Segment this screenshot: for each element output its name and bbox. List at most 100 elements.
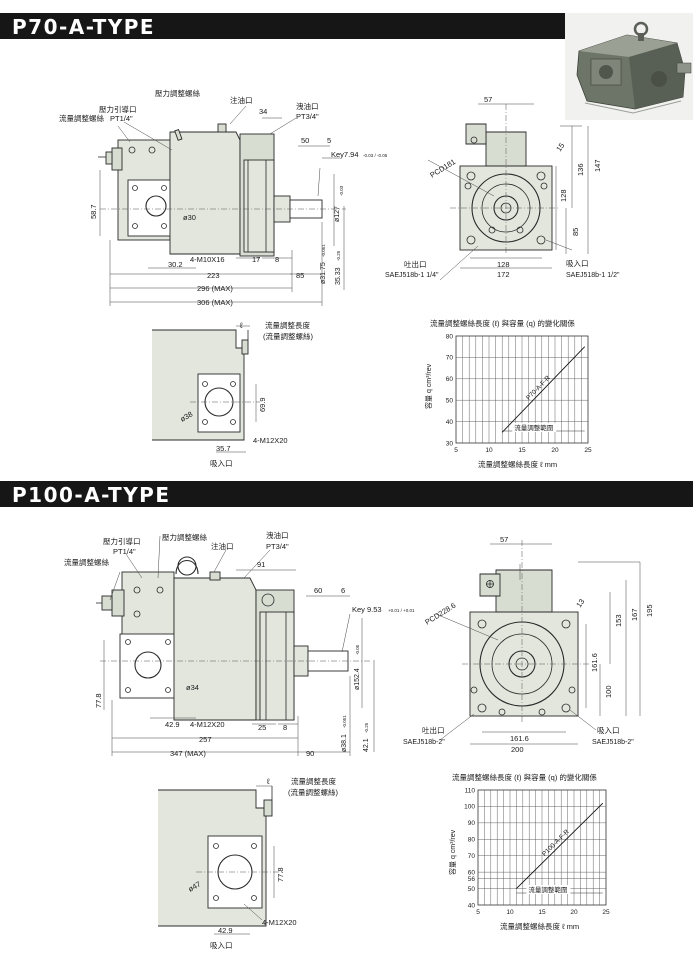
p70-dim-85: 85	[296, 271, 304, 280]
p100-title: P100-A-TYPE	[12, 483, 171, 507]
p100-chart-title: 流量調整螺絲長度 (ℓ) 與容量 (q) 的變化關係	[452, 772, 597, 782]
p70-flow-screw-label: 流量調整螺絲	[59, 113, 104, 123]
p100-chart-xtick-label: 5	[476, 909, 480, 916]
p100-outlet-std: SAEJ518b-2"	[403, 739, 445, 746]
p100-front-pcd: PCD228.6	[423, 601, 457, 627]
p100-pressure-port-label: 壓力引導口	[103, 536, 141, 546]
p70-detail-inlet: 吸入口	[210, 459, 233, 468]
p70-chart-ytick-label: 70	[446, 355, 454, 362]
p70-dim-34: 34	[259, 107, 267, 116]
p70-key-label: Key7.94	[331, 150, 359, 159]
p70-title: P70-A-TYPE	[12, 15, 156, 39]
p100-inlet-label: 吸入口	[597, 726, 620, 735]
p70-inlet-label: 吸入口	[566, 259, 589, 268]
p100-front-dim-195: 195	[645, 604, 654, 617]
p70-shaft-dia: ø127	[334, 206, 341, 222]
p70-drain-label: 洩油口	[296, 101, 319, 111]
p70-pressure-screw-label: 壓力調整螺絲	[155, 88, 200, 98]
p100-chart-range-bg	[526, 885, 571, 894]
p100-drain-label: 洩油口	[266, 530, 289, 540]
p70-chart-series-line	[501, 346, 586, 433]
p70-detail-d35-7: 35.7	[216, 444, 231, 453]
p70-chart-range-label: 流量調整範圍	[514, 423, 553, 432]
p70-dim-35-tol: -0.25	[336, 250, 341, 261]
p70-chart-xlabel: 流量調整螺絲長度 ℓ mm	[478, 459, 557, 469]
p70-front-dim-136: 136	[576, 163, 585, 176]
p70-chart-ytick-label: 80	[446, 333, 454, 340]
p70-outlet-label: 吐出口	[404, 259, 427, 269]
p70-dim-5: 5	[327, 136, 331, 145]
p100-dim-257: 257	[199, 735, 212, 744]
p100-chart-xlabel: 流量調整螺絲長度 ℓ mm	[500, 921, 579, 931]
p70-detail-view	[152, 325, 260, 453]
p100-drain-size: PT3/4"	[266, 542, 289, 551]
p70-inlet-std: SAEJ518b-1 1/2"	[566, 272, 620, 279]
p100-chart-xtick-label: 10	[506, 909, 514, 916]
p100-detail-d42-9: 42.9	[218, 926, 233, 935]
p70-front-dim-128v: 128	[559, 189, 568, 202]
p100-front-dim-200: 200	[511, 745, 524, 754]
p70-side-view	[98, 105, 346, 306]
p70-front-dim-15: 15	[554, 141, 566, 153]
p70-front-view	[427, 103, 589, 281]
p100-front-dim-161h: 161.6	[510, 734, 529, 743]
p100-oil-fill-label: 注油口	[211, 541, 234, 551]
p70-title-banner: P70-A-TYPE	[0, 13, 565, 39]
p100-side-view	[96, 535, 375, 756]
p100-flow-screw-label: 流量調整螺絲	[64, 557, 109, 567]
p100-front-dim-153: 153	[614, 614, 623, 627]
p100-chart-ytick-label: 80	[468, 837, 476, 844]
p100-detail-view	[158, 785, 284, 935]
p70-dim-8: 8	[275, 255, 279, 264]
p70-dim-50: 50	[301, 136, 309, 145]
p70-detail-d69-9: 69.9	[258, 397, 267, 412]
p100-chart-range-label: 流量調整範圍	[528, 885, 567, 894]
pump-photo	[565, 13, 693, 120]
p100-front-view	[435, 540, 641, 745]
p100-dim-90: 90	[306, 749, 314, 758]
p70-pump-body	[169, 131, 241, 255]
p100-dim-25: 25	[258, 723, 266, 732]
p70-dia-31-tol: -0.051	[321, 244, 326, 257]
p70-drain-size: PT3/4"	[296, 112, 319, 121]
p70-chart-xtick-label: 20	[551, 447, 559, 454]
p70-dim-35: 35.33	[335, 267, 342, 285]
p100-pressure-port-size: PT1/4"	[113, 547, 136, 556]
p70-front-dim-172: 172	[497, 270, 510, 279]
p70-chart-xtick-label: 25	[584, 447, 592, 454]
p70-chart-xtick-label: 10	[485, 447, 493, 454]
p100-chart-ytick-label: 110	[465, 787, 476, 794]
p100-chart-ytick-label: 70	[468, 853, 476, 860]
p100-shaft-dia: ø152.4	[354, 668, 361, 690]
p70-bolts: 4-M10X16	[190, 255, 225, 264]
p70-dim-30-2: 30.2	[168, 260, 183, 269]
p70-detail-bolts: 4-M12X20	[253, 436, 288, 445]
p70-front-pcd: PCD181	[428, 157, 457, 180]
p100-chart-ytick-label: 40	[468, 902, 476, 909]
p100-dim-d34: ø34	[186, 683, 199, 692]
p70-front-dim-85v: 85	[571, 228, 580, 236]
p70-dim-17: 17	[252, 255, 260, 264]
p100-pump-body	[173, 577, 257, 721]
p100-dim-60: 60	[314, 586, 322, 595]
p100-detail-flow-paren: (流量調整螺絲)	[288, 787, 338, 797]
p100-chart-xtick-label: 20	[570, 909, 578, 916]
p100-detail-flow-len: 流量調整長度	[291, 776, 336, 786]
p70-outlet-std: SAEJ518b-1 1/4"	[385, 272, 439, 279]
p70-detail-flow-paren: (流量調整螺絲)	[263, 331, 313, 341]
p70-detail-flow-len: 流量調整長度	[265, 320, 310, 330]
p100-detail-d77-8: 77.8	[276, 867, 285, 882]
p100-chart-xtick-label: 15	[538, 909, 546, 916]
p70-chart-xtick-label: 5	[454, 447, 458, 454]
p100-chart-ytick-label: 50	[468, 886, 476, 893]
p100-front-dim-57: 57	[500, 535, 508, 544]
p100-dim-42-1: 42.1	[363, 738, 370, 752]
p70-key-tol: -0.03 / -0.05	[363, 153, 388, 158]
p70-chart-ytick-label: 30	[446, 440, 454, 447]
p100-detail-inlet: 吸入口	[210, 941, 233, 950]
p100-dim-8: 8	[283, 723, 287, 732]
p70-dim-306: 306 (MAX)	[197, 298, 233, 307]
p70-dim-58-7: 58.7	[89, 204, 98, 219]
p70-pressure-port-label: 壓力引導口	[99, 104, 137, 114]
